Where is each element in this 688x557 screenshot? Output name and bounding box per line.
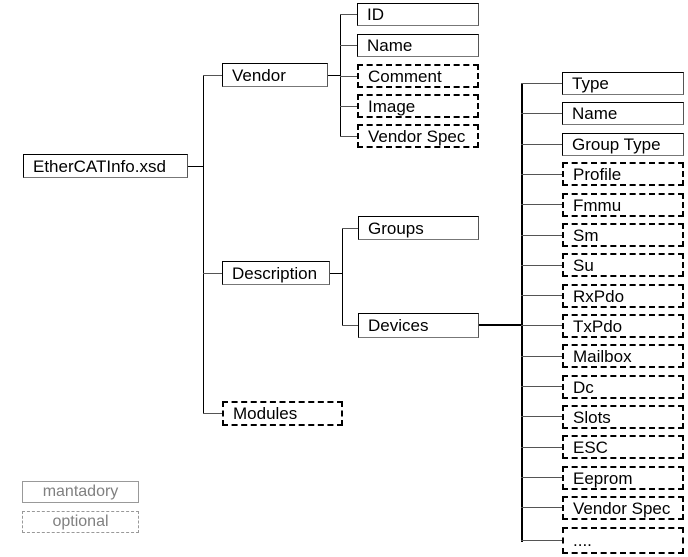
connector-device-child-dc [521, 386, 562, 387]
node-device-type[interactable]: Type [562, 72, 684, 95]
node-device-dc[interactable]: Dc [562, 375, 684, 399]
connector-device-child-mailbox [521, 356, 562, 357]
connector-device-child-su [521, 265, 562, 266]
connector-vendor-children-trunk [340, 14, 341, 136]
legend-optional: optional [22, 511, 139, 533]
node-devices[interactable]: Devices [358, 313, 479, 338]
connector-trunk-to-description [203, 273, 222, 274]
node-device-sm[interactable]: Sm [562, 223, 684, 247]
connector-trunk-to-vendor [203, 75, 222, 76]
node-vendor-id[interactable]: ID [357, 3, 479, 26]
connector-device-child-txpdo [521, 325, 562, 326]
node-device-slots[interactable]: Slots [562, 405, 684, 429]
connector-vendor-child-id [340, 14, 357, 15]
legend-mandatory: mantadory [22, 481, 139, 503]
connector-vendor-child-name [340, 45, 357, 46]
connector-devices-to-children-trunk [479, 324, 523, 326]
node-device-mailbox[interactable]: Mailbox [562, 344, 684, 368]
node-device-fmmu[interactable]: Fmmu [562, 193, 684, 217]
connector-device-child-fmmu [521, 204, 562, 205]
connector-vendor-child-image [340, 106, 357, 107]
connector-vendor-child-comment [340, 76, 357, 77]
node-device-ellipsis[interactable]: .... [562, 527, 684, 554]
connector-device-child-grouptype [521, 144, 562, 145]
node-root-ethercatinfo-xsd[interactable]: EtherCATInfo.xsd [23, 154, 188, 178]
connector-description-children-trunk [342, 228, 343, 326]
connector-description-child-devices [342, 325, 358, 326]
node-device-txpdo[interactable]: TxPdo [562, 314, 684, 338]
node-device-su[interactable]: Su [562, 253, 684, 277]
node-device-eeprom[interactable]: Eeprom [562, 466, 684, 490]
node-vendor[interactable]: Vendor [222, 63, 328, 87]
node-description[interactable]: Description [222, 261, 330, 285]
node-device-esc[interactable]: ESC [562, 435, 684, 459]
node-device-name[interactable]: Name [562, 102, 684, 125]
connector-main-trunk [203, 75, 204, 414]
connector-device-child-esc [521, 447, 562, 448]
connector-devices-children-trunk [521, 83, 523, 542]
node-modules[interactable]: Modules [222, 401, 343, 426]
connector-root-to-trunk [188, 166, 204, 167]
connector-device-child-ellipsis [521, 540, 562, 541]
node-vendor-vendor-spec[interactable]: Vendor Spec [357, 124, 479, 148]
node-device-profile[interactable]: Profile [562, 162, 684, 186]
connector-description-to-children-trunk [330, 273, 343, 274]
node-device-rxpdo[interactable]: RxPdo [562, 284, 684, 308]
node-device-group-type[interactable]: Group Type [562, 133, 684, 156]
connector-device-child-vendorspec [521, 507, 562, 508]
connector-device-child-profile [521, 174, 562, 175]
connector-device-child-rxpdo [521, 295, 562, 296]
connector-trunk-to-modules [203, 413, 222, 414]
connector-device-child-name [521, 113, 562, 114]
node-device-vendor-spec[interactable]: Vendor Spec [562, 496, 684, 520]
node-vendor-image[interactable]: Image [357, 94, 479, 118]
connector-device-child-slots [521, 416, 562, 417]
connector-vendor-child-vendorspec [340, 136, 357, 137]
node-vendor-comment[interactable]: Comment [357, 64, 479, 88]
node-groups[interactable]: Groups [358, 216, 479, 240]
connector-vendor-to-children-trunk [328, 75, 341, 76]
connector-device-child-type [521, 83, 562, 84]
connector-description-child-groups [342, 228, 358, 229]
connector-device-child-eeprom [521, 477, 562, 478]
node-vendor-name[interactable]: Name [357, 34, 479, 57]
connector-device-child-sm [521, 235, 562, 236]
